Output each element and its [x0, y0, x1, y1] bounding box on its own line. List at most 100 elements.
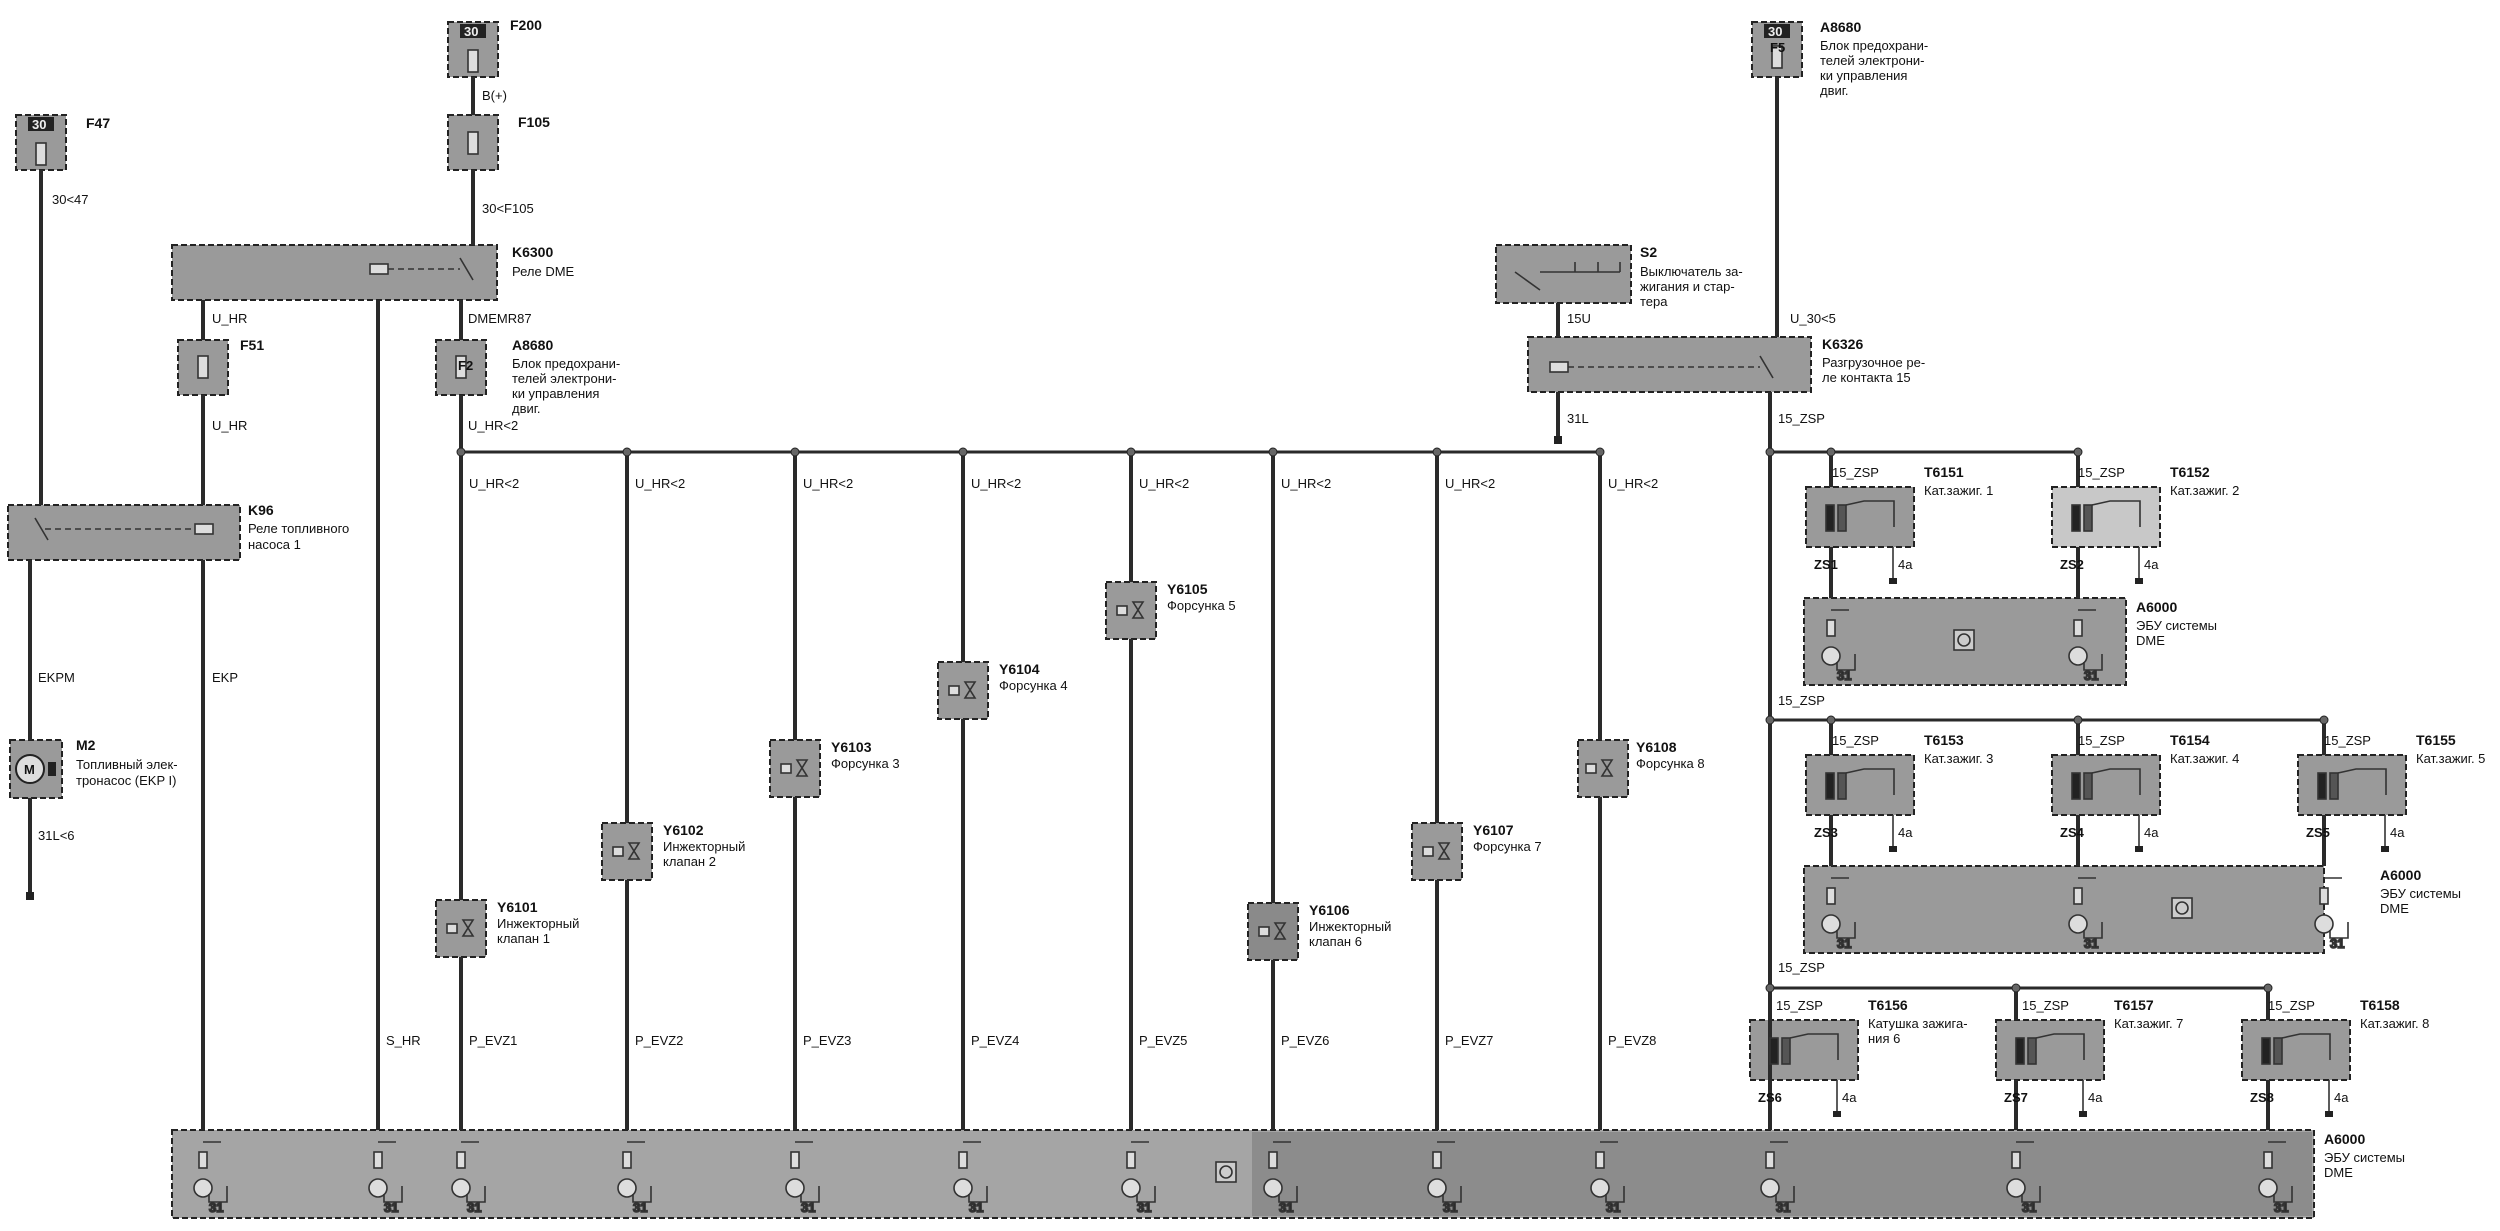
ecu-resistor-icon — [622, 1151, 632, 1169]
label-f5: F5 — [1770, 40, 1785, 55]
coil-desc2-6: ния 6 — [1868, 1031, 1900, 1046]
coil-t6151-box — [1805, 486, 1915, 548]
wire-b-plus: B(+) — [482, 88, 507, 103]
ecu-ground-icon — [2329, 922, 2349, 939]
wire-p-evz-7: P_EVZ7 — [1445, 1033, 1493, 1048]
coil-lead-icon — [1845, 768, 1895, 795]
ecu-pin-31-1: 31 — [1837, 668, 1851, 683]
wire-15zsp-b: 15_ZSP — [1778, 693, 1825, 708]
coil-winding-icon — [1781, 1037, 1791, 1065]
label-k96-desc2: насоса 1 — [248, 537, 301, 552]
injector-id-7: Y6107 — [1473, 822, 1514, 838]
injector-id-8: Y6108 — [1636, 739, 1677, 755]
injector-y6106-box — [1247, 902, 1299, 961]
ecu-transistor-icon — [2068, 914, 2088, 934]
coil-lead-icon — [1845, 500, 1895, 527]
coil-4a-4: 4a — [2144, 825, 2159, 840]
label-s2-desc1: Выключатель за- — [1640, 264, 1743, 279]
label-a8680-right: A8680 — [1820, 19, 1861, 35]
wire-p-evz-5: P_EVZ5 — [1139, 1033, 1187, 1048]
label-f2: F2 — [458, 358, 473, 373]
coil-id-5: T6155 — [2416, 732, 2456, 748]
coil-winding-icon — [2083, 772, 2093, 800]
coil-feed-15zsp-5: 15_ZSP — [2324, 733, 2371, 748]
coil-lead-icon — [2281, 1033, 2331, 1060]
ecu-transistor-icon — [2006, 1178, 2026, 1198]
ecu-ground-icon — [1136, 1186, 1156, 1203]
label-m2-desc1: Топливный элек- — [76, 757, 178, 772]
wire-p-evz-4: P_EVZ4 — [971, 1033, 1019, 1048]
ecu-resistor-icon — [198, 1151, 208, 1169]
coil-id-1: T6151 — [1924, 464, 1964, 480]
coil-4a-2: 4a — [2144, 557, 2159, 572]
coil-id-7: T6157 — [2114, 997, 2154, 1013]
injector-id-4: Y6104 — [999, 661, 1040, 677]
ecu-pin-31-18: 31 — [2274, 1200, 2288, 1215]
coil-feed-15zsp-3: 15_ZSP — [1832, 733, 1879, 748]
wire-u-hr2-branch-1: U_HR<2 — [469, 476, 519, 491]
wire-u-hr2-branch-5: U_HR<2 — [1139, 476, 1189, 491]
coil-winding-icon — [2083, 504, 2093, 532]
ecu-transistor-icon — [193, 1178, 213, 1198]
injector-id-2: Y6102 — [663, 822, 704, 838]
coil-core-icon — [2015, 1037, 2025, 1065]
ecu-transistor-icon — [617, 1178, 637, 1198]
ecu-ground-icon — [2083, 922, 2103, 939]
coil-feed-15zsp-8: 15_ZSP — [2268, 998, 2315, 1013]
label-a6000-middle: A6000 — [2380, 867, 2421, 883]
ecu-ground-icon — [2021, 1186, 2041, 1203]
coil-lead-icon — [2337, 768, 2387, 795]
coil-t6152-box — [2051, 486, 2161, 548]
wire-u-hr2-branch-8: U_HR<2 — [1608, 476, 1658, 491]
ecu-ground-icon — [383, 1186, 403, 1203]
ecu-resistor-icon — [1765, 1151, 1775, 1169]
injector-desc1-3: Форсунка 3 — [831, 756, 900, 771]
coil-desc1-3: Кат.зажиг. 3 — [1924, 751, 1993, 766]
wire-15zsp-a: 15_ZSP — [1778, 411, 1825, 426]
injector-y6101-box — [435, 899, 487, 958]
coil-zs-8: ZS8 — [2250, 1090, 2274, 1105]
svg-text:M: M — [24, 762, 35, 777]
coil-4a-6: 4a — [1842, 1090, 1857, 1105]
coil-feed-15zsp-2: 15_ZSP — [2078, 465, 2125, 480]
injector-y6105-box — [1105, 581, 1157, 640]
ecu-ground-icon — [2273, 1186, 2293, 1203]
ecu-ground-icon — [1605, 1186, 1625, 1203]
coil-4a-3: 4a — [1898, 825, 1913, 840]
coil-t6157-box — [1995, 1019, 2105, 1081]
wire-u-hr-1: U_HR — [212, 311, 247, 326]
wire-15u: 15U — [1567, 311, 1591, 326]
ecu-ground-icon — [800, 1186, 820, 1203]
label-a8680-left-desc1: Блок предохрани- — [512, 356, 620, 371]
label-k6300: K6300 — [512, 244, 553, 260]
injector-valve-icon — [795, 759, 809, 777]
ecu-transistor-icon — [785, 1178, 805, 1198]
coil-t6154-box — [2051, 754, 2161, 816]
injector-desc1-6: Инжекторный — [1309, 919, 1391, 934]
coil-core-icon — [2261, 1037, 2271, 1065]
injector-desc2-6: клапан 6 — [1309, 934, 1362, 949]
label-m2-desc2: тронасос (EKP I) — [76, 773, 176, 788]
ecu-pin-31-10: 31 — [801, 1200, 815, 1215]
ecu-resistor-icon — [958, 1151, 968, 1169]
injector-desc1-5: Форсунка 5 — [1167, 598, 1236, 613]
coil-winding-icon — [2027, 1037, 2037, 1065]
coil-core-icon — [1825, 772, 1835, 800]
injector-coil-icon — [780, 763, 792, 774]
coil-zs-1: ZS1 — [1814, 557, 1838, 572]
ecu-ground-icon — [968, 1186, 988, 1203]
injector-desc1-1: Инжекторный — [497, 916, 579, 931]
coil-core-icon — [2071, 504, 2081, 532]
ecu-pin-31-12: 31 — [1137, 1200, 1151, 1215]
coil-feed-15zsp-1: 15_ZSP — [1832, 465, 1879, 480]
label-a8680-right-desc3: ки управления — [1820, 68, 1907, 83]
ecu-transistor-icon — [2068, 646, 2088, 666]
wire-dmemr87: DMEMR87 — [468, 311, 532, 326]
coil-winding-icon — [2273, 1037, 2283, 1065]
ecu-ground-icon — [466, 1186, 486, 1203]
coil-4a-8: 4a — [2334, 1090, 2349, 1105]
coil-zs-2: ZS2 — [2060, 557, 2084, 572]
ecu-resistor-icon — [1268, 1151, 1278, 1169]
coil-core-icon — [1769, 1037, 1779, 1065]
coil-id-6: T6156 — [1868, 997, 1908, 1013]
